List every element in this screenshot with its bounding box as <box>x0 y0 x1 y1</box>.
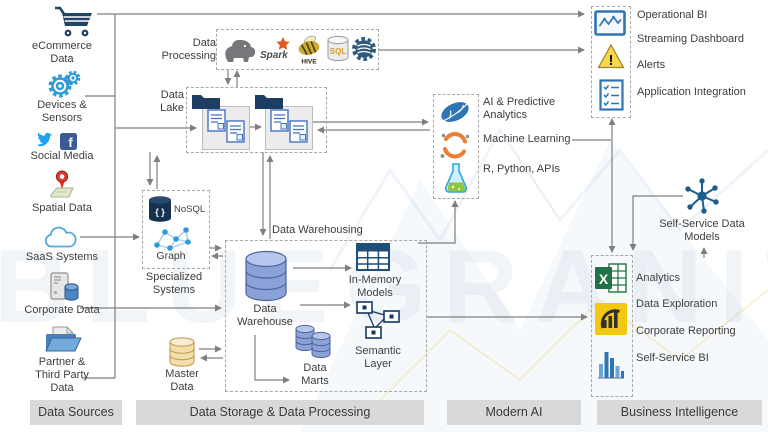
nosql-database-icon: { } <box>147 195 173 223</box>
data-processing-label: Data Processing <box>161 37 216 62</box>
data-lake-box <box>186 87 327 153</box>
excel-icon: X <box>594 261 628 295</box>
map-pin-icon <box>46 168 78 200</box>
application-integration-label: Application Integration <box>637 86 746 98</box>
lake-folder-icon <box>191 91 221 111</box>
data-exploration-label: Data Exploration <box>636 298 718 310</box>
spatial-data-label: Spatial Data <box>32 202 92 214</box>
ai-predictive-label: AI & Predictive Analytics <box>483 96 556 121</box>
kafka-gear-icon <box>351 35 377 63</box>
semantic-layer-label: Semantic Layer <box>355 345 401 370</box>
analytics-label: Analytics <box>636 272 681 284</box>
server-icon <box>46 271 80 303</box>
shopping-cart-icon <box>52 4 96 40</box>
in-memory-models-label: In-Memory Models <box>348 274 402 299</box>
svg-text:f: f <box>68 135 73 150</box>
facebook-icon: f <box>60 133 77 150</box>
machine-learning-label: Machine Learning <box>483 133 571 145</box>
spark-icon: Spark <box>259 36 293 62</box>
data-warehouse-icon <box>242 250 290 302</box>
data-lake-label: Data Lake <box>160 89 184 114</box>
corporate-data-label: Corporate Data <box>24 304 100 316</box>
operational-bi-label: Operational BI <box>637 9 708 21</box>
data-warehouse-label: Data Warehouse <box>237 303 293 328</box>
checklist-icon <box>599 79 624 111</box>
specialized-systems-label: Specialized Systems <box>145 271 203 296</box>
streaming-dashboard-label: Streaming Dashboard <box>637 33 745 45</box>
svg-text:HIVE: HIVE <box>301 59 317 66</box>
gears-icon <box>46 70 82 100</box>
svg-text:{ }: { } <box>155 207 165 217</box>
svg-text:!: ! <box>609 52 614 69</box>
hub-spoke-icon <box>682 176 722 216</box>
data-warehousing-box <box>225 240 427 392</box>
specialized-systems-box <box>142 190 210 269</box>
bi-top-box <box>591 6 631 118</box>
self-service-bi-label: Self-Service BI <box>636 352 709 364</box>
section-bar-data-sources: Data Sources <box>30 400 122 425</box>
hive-bee-icon: HIVE <box>294 31 324 65</box>
bi-bottom-box <box>591 255 633 397</box>
twitter-icon <box>36 131 58 151</box>
ecommerce-data-label: eCommerce Data <box>32 40 92 65</box>
warning-triangle-icon: ! <box>597 43 625 70</box>
in-memory-grid-icon <box>356 243 390 271</box>
graph-network-icon <box>150 224 194 252</box>
data-warehousing-title: Data Warehousing <box>272 224 363 236</box>
data-marts-icon <box>293 322 333 362</box>
section-bar-data-storage: Data Storage & Data Processing <box>136 400 424 425</box>
modern-ai-box <box>433 94 479 199</box>
partner-third-party-label: Partner & Third Party Data <box>35 356 89 394</box>
cloud-icon <box>42 225 80 251</box>
semantic-layer-icon <box>354 297 402 343</box>
partner-folder-icon <box>44 324 82 354</box>
section-bar-modern-ai: Modern AI <box>447 400 581 425</box>
corporate-reporting-label: Corporate Reporting <box>636 325 736 337</box>
sql-database-icon: SQL <box>326 35 350 63</box>
master-data-icon <box>166 336 198 368</box>
bar-chart-icon <box>596 344 626 382</box>
nosql-label: NoSQL <box>174 204 206 215</box>
self-service-models-label: Self-Service Data Models <box>659 218 745 243</box>
graph-label: Graph <box>156 250 186 262</box>
alerts-label: Alerts <box>637 59 666 71</box>
hadoop-elephant-icon <box>221 34 259 64</box>
saas-systems-label: SaaS Systems <box>25 251 99 263</box>
devices-sensors-label: Devices & Sensors <box>37 99 87 124</box>
data-marts-label: Data Marts <box>301 362 329 387</box>
section-bar-business-intelligence: Business Intelligence <box>597 400 762 425</box>
lake-files-group <box>202 106 250 150</box>
master-data-label: Master Data <box>165 368 199 393</box>
ai-leaf-icon <box>438 99 472 127</box>
svg-text:Spark: Spark <box>260 50 288 61</box>
machine-learning-icon <box>438 130 472 162</box>
r-python-apis-label: R, Python, APIs <box>483 163 561 175</box>
monitor-chart-icon <box>594 10 626 36</box>
lake-folder-icon <box>254 91 284 111</box>
lake-files-group <box>265 106 313 150</box>
power-bi-icon <box>594 301 628 337</box>
social-media-label: Social Media <box>30 150 94 162</box>
svg-text:SQL: SQL <box>330 47 347 56</box>
svg-text:X: X <box>599 271 609 287</box>
flask-icon <box>441 162 471 194</box>
